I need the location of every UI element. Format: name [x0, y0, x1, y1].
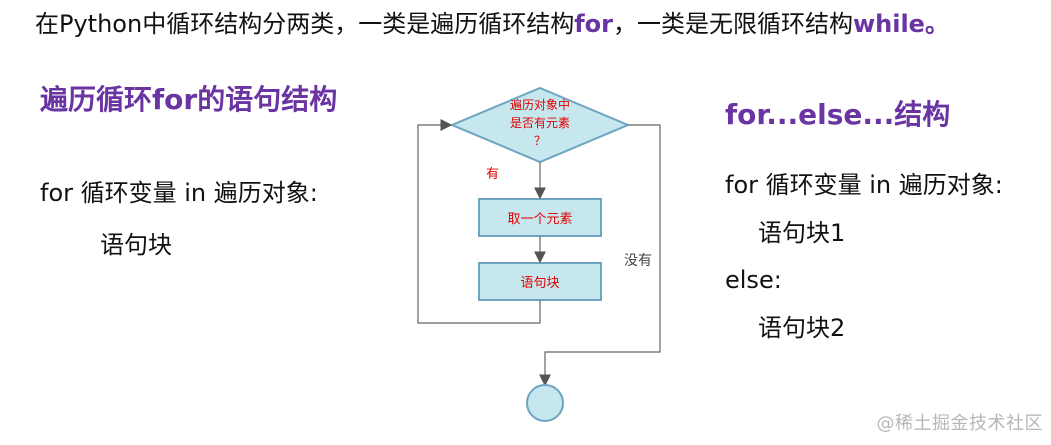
headline-keyword-for: for: [574, 10, 613, 38]
decision-text-line-1: 遍历对象中: [510, 97, 570, 112]
left-code-line-2: 语句块: [100, 231, 172, 259]
right-section-title: for...else...结构: [725, 98, 951, 131]
right-code-line-1: for 循环变量 in 遍历对象:: [725, 171, 1003, 199]
headline-part-1: 在Python中循环结构分两类，一类是遍历循环结构: [35, 10, 575, 38]
decision-text-line-2: 是否有元素: [510, 116, 570, 130]
yes-label: 有: [486, 167, 499, 182]
step-text-statement-block: 语句块: [520, 276, 559, 291]
end-terminal: [526, 384, 564, 422]
step-box-take-element: [478, 198, 602, 237]
left-code-line-1: for 循环变量 in 遍历对象:: [40, 179, 318, 207]
step-box-statement-block: [478, 262, 602, 301]
step-text-take-element: 取一个元素: [507, 212, 572, 227]
decision-text-line-3: ？: [534, 134, 546, 148]
headline: 在Python中循环结构分两类，一类是遍历循环结构for，一类是无限循环结构wh…: [35, 8, 949, 40]
headline-part-2: ，一类是无限循环结构: [612, 10, 853, 38]
headline-keyword-while: while。: [852, 10, 949, 38]
right-code-line-3: else:: [725, 266, 782, 294]
right-code-line-2: 语句块1: [758, 219, 846, 247]
right-code-line-4: 语句块2: [758, 314, 846, 342]
no-label: 没有: [624, 253, 652, 269]
no-branch-line: [539, 124, 661, 387]
watermark: @稀土掘金技术社区: [876, 413, 1043, 434]
loop-back-line: [417, 119, 541, 324]
left-section-title: 遍历循环for的语句结构: [40, 83, 338, 116]
